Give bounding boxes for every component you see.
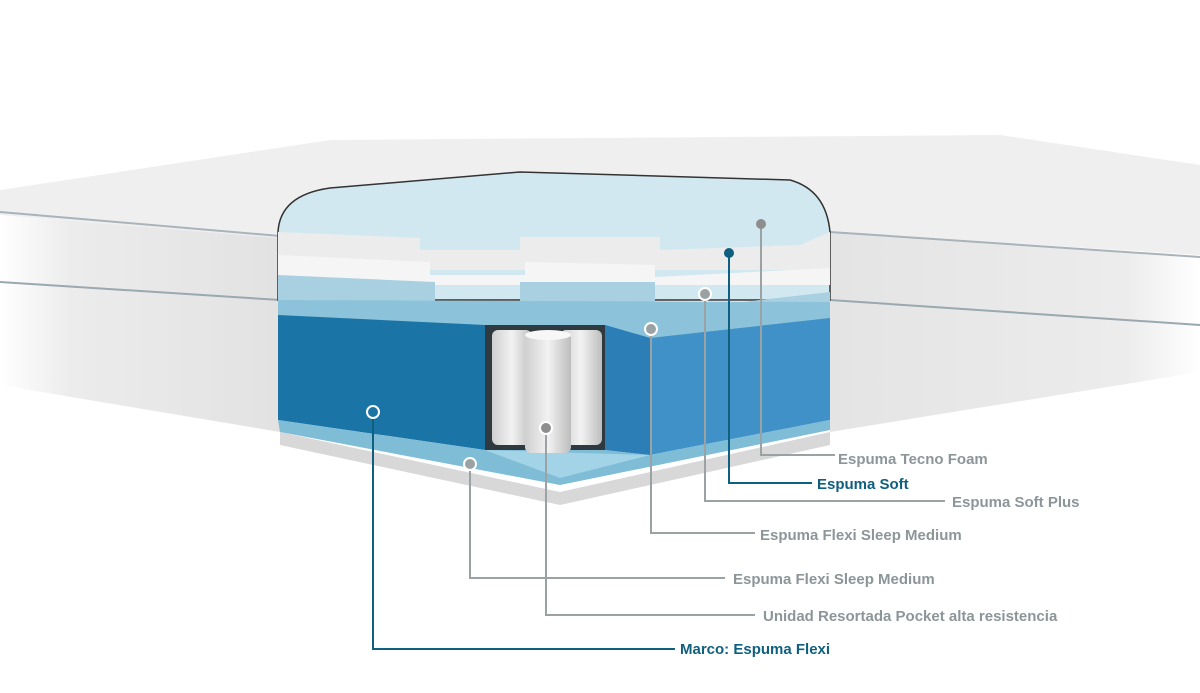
label-tecno-foam: Espuma Tecno Foam [838, 451, 988, 468]
callout-line-soft-plus [704, 294, 945, 502]
marker-dot-flexi-medium-1 [644, 322, 658, 336]
marker-dot-frame [366, 405, 380, 419]
callout-line-flexi-medium-1 [650, 329, 755, 534]
callout-labels: Espuma Tecno Foam Espuma Soft Espuma Sof… [680, 451, 1080, 658]
label-flexi-medium-2: Espuma Flexi Sleep Medium [733, 571, 935, 588]
marker-dot-tecno-foam [756, 219, 766, 229]
label-flexi-medium-1: Espuma Flexi Sleep Medium [760, 527, 962, 544]
marker-dot-flexi-medium-2 [463, 457, 477, 471]
callout-line-pocket-springs [545, 428, 755, 616]
marker-dot-soft-plus [698, 287, 712, 301]
callout-line-flexi-medium-2 [469, 464, 725, 579]
callout-lines [372, 224, 945, 650]
callout-markers [366, 219, 766, 471]
callout-line-soft [728, 253, 812, 484]
label-frame: Marco: Espuma Flexi [680, 641, 830, 658]
label-pocket-springs: Unidad Resortada Pocket alta resistencia [763, 608, 1058, 625]
label-soft: Espuma Soft [817, 476, 909, 493]
pocket-springs [492, 330, 602, 453]
label-soft-plus: Espuma Soft Plus [952, 494, 1080, 511]
callout-line-tecno-foam [760, 224, 835, 456]
marker-dot-pocket-springs [539, 421, 553, 435]
marker-dot-soft [724, 248, 734, 258]
callout-line-frame [372, 412, 675, 650]
